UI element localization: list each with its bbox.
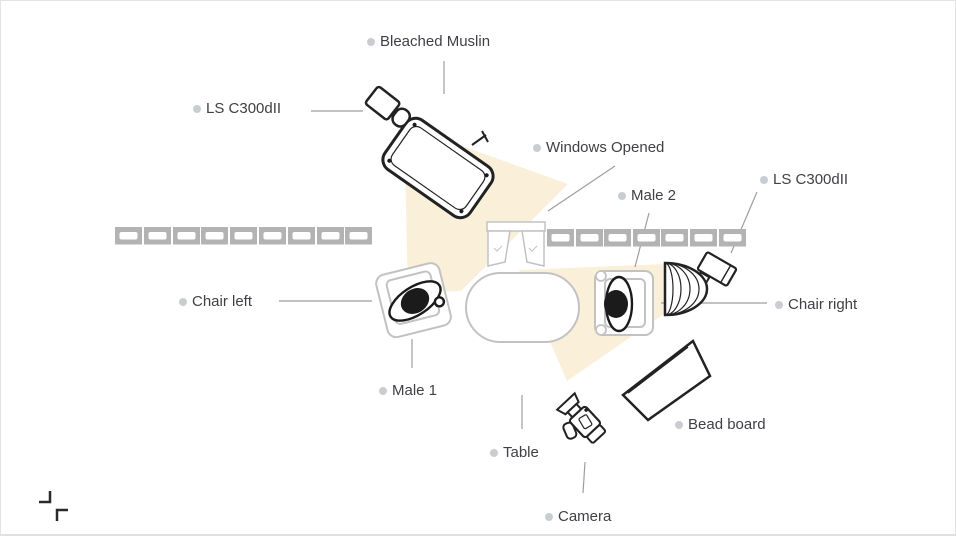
label-text: Male 2 [631,187,677,204]
label-bead-board: Bead board [675,415,766,435]
label-dot [490,449,498,457]
label-ls-c300dii-right: LS C300dII [760,170,848,190]
dome-light-right-icon[interactable] [663,251,738,317]
table-icon[interactable] [465,272,580,343]
label-dot [618,192,626,200]
label-text: Windows Opened [546,139,665,156]
corner-logo-mark [39,491,68,521]
label-ls-c300dii-left: LS C300dII [193,99,281,119]
label-text: Camera [558,508,612,525]
label-dot [760,176,768,184]
label-dot [367,38,375,46]
label-chair-right: Chair right [775,295,857,315]
led-light-left-icon[interactable] [364,85,414,131]
window-wall-left-icon[interactable] [115,227,372,245]
label-camera: Camera [545,507,611,527]
label-text: Bleached Muslin [380,33,491,50]
bead-board-icon[interactable] [621,339,712,422]
label-windows-opened: Windows Opened [533,138,664,158]
label-text: Chair left [192,293,253,310]
label-text: LS C300dII [773,171,849,188]
label-male-1: Male 1 [379,381,437,401]
label-text: Chair right [788,296,858,313]
label-text: Bead board [688,416,766,433]
label-male-2: Male 2 [618,186,676,206]
label-text: Male 1 [392,382,438,399]
diffusion-frame-icon[interactable] [378,114,498,223]
label-dot [775,301,783,309]
open-window-icon[interactable] [486,221,546,267]
label-dot [379,387,387,395]
label-dot [193,105,201,113]
label-dot [675,421,683,429]
label-dot [545,513,553,521]
label-text: LS C300dII [206,100,282,117]
frame-clamp-icon [471,130,489,146]
label-dot [179,298,187,306]
person-male-1-icon[interactable] [383,273,449,332]
window-wall-right-icon[interactable] [547,229,746,247]
label-bleached-muslin: Bleached Muslin [367,32,490,52]
label-table: Table [490,443,539,463]
label-text: Table [503,444,539,461]
camera-icon[interactable] [548,391,608,454]
person-male-2-icon[interactable] [604,275,634,333]
label-dot [533,144,541,152]
label-chair-left: Chair left [179,292,252,312]
